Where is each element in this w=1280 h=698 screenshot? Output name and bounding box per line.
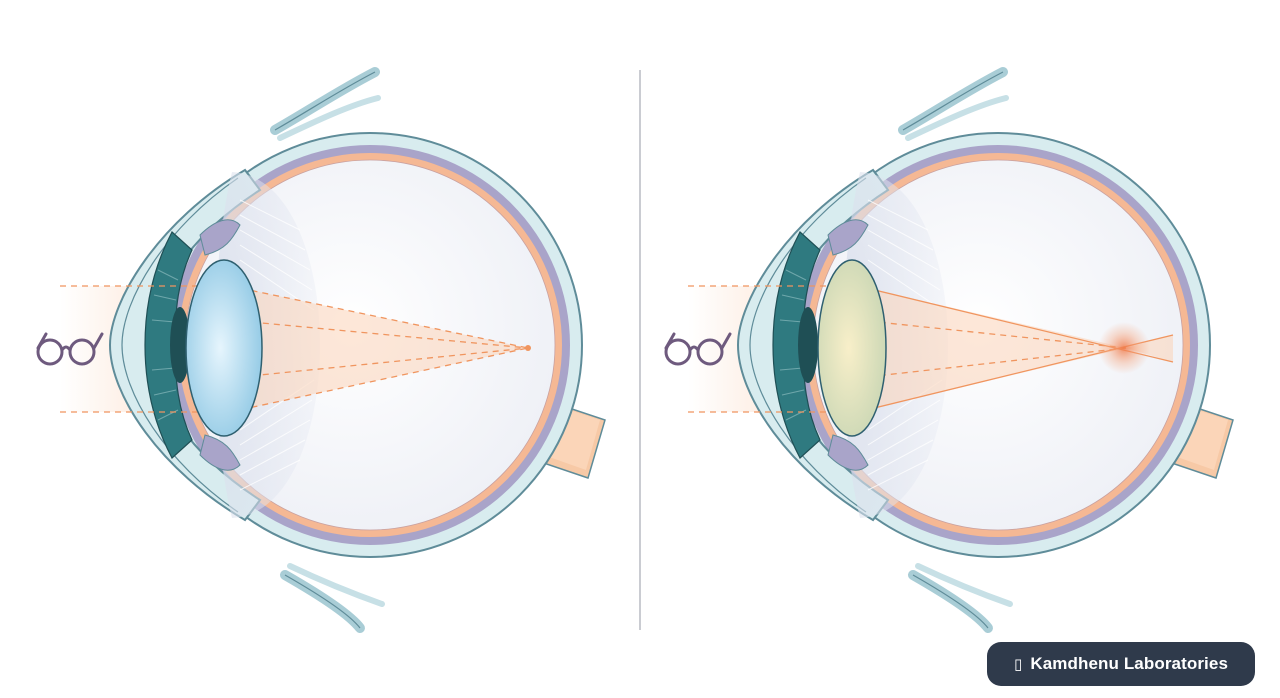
clear-lens xyxy=(185,259,263,437)
blurred-focus-spot xyxy=(1098,322,1150,374)
cataract-eye-panel xyxy=(664,72,1233,628)
brand-label: Kamdhenu Laboratories xyxy=(1030,654,1228,673)
brand-badge: ▯ Kamdhenu Laboratories xyxy=(987,642,1255,686)
brand-icon: ▯ xyxy=(1014,655,1023,673)
healthy-eye-panel xyxy=(36,72,605,628)
sharp-focus-point xyxy=(525,345,531,351)
cloudy-lens xyxy=(817,259,887,437)
